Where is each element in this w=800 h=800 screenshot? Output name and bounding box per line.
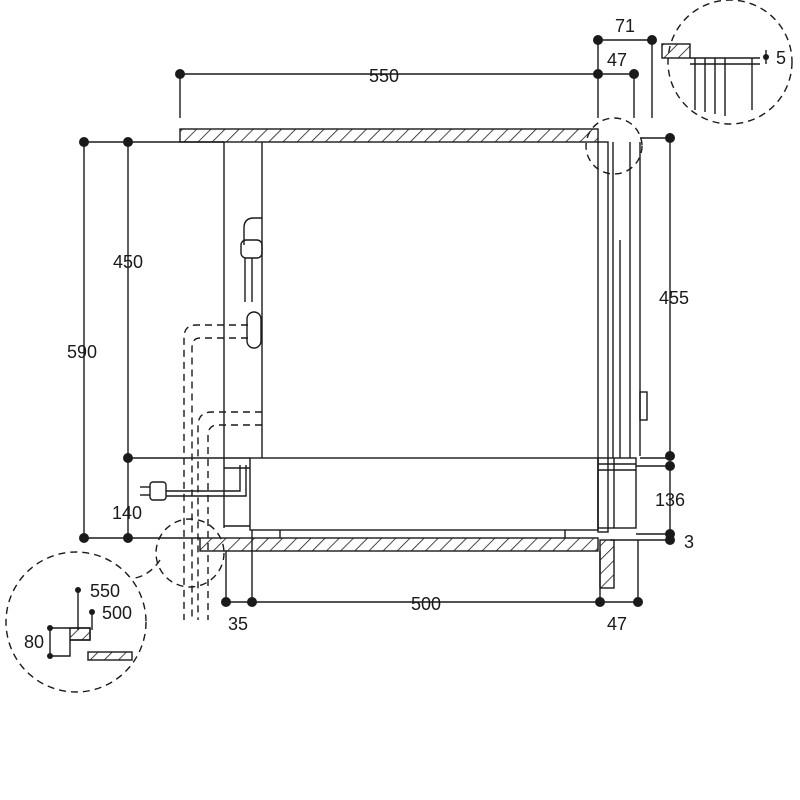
dimension-endpoints	[47, 35, 769, 659]
dim-right-height: 455	[659, 288, 689, 308]
appliance-front	[597, 141, 648, 533]
warming-drawer	[224, 457, 637, 538]
dim-floor-gap: 3	[684, 532, 694, 552]
dim-detail-gap: 5	[776, 48, 786, 68]
detail-leader	[134, 559, 161, 579]
dim-right-top-outer: 71	[615, 16, 635, 36]
cabinet-side-wall	[223, 142, 263, 528]
service-conduit	[183, 324, 262, 620]
detail-marker-top	[585, 117, 643, 175]
dimension-lines	[83, 39, 671, 603]
detail-marker-bottom	[155, 518, 225, 588]
countertop	[179, 128, 599, 143]
dim-bottom-width: 500	[411, 594, 441, 614]
dim-left-upper-height: 450	[113, 252, 143, 272]
dim-detail-80: 80	[24, 632, 44, 652]
dim-right-top-inner: 47	[607, 50, 627, 70]
dim-left-lower-height: 140	[112, 503, 142, 523]
floor-slab	[199, 537, 599, 552]
dim-detail-550: 550	[90, 581, 120, 601]
plinth-panel	[599, 539, 615, 589]
dim-left-total-height: 590	[67, 342, 97, 362]
detail-callout-top	[661, 0, 793, 125]
dim-detail-500: 500	[102, 603, 132, 623]
power-plug	[140, 465, 247, 501]
tap-connection	[240, 217, 263, 349]
dim-bottom-left-offset: 35	[228, 614, 248, 634]
detail-callout-bottom	[5, 551, 147, 693]
dim-bottom-right-offset: 47	[607, 614, 627, 634]
dim-top-width: 550	[369, 66, 399, 86]
dim-drawer-height: 136	[655, 490, 685, 510]
